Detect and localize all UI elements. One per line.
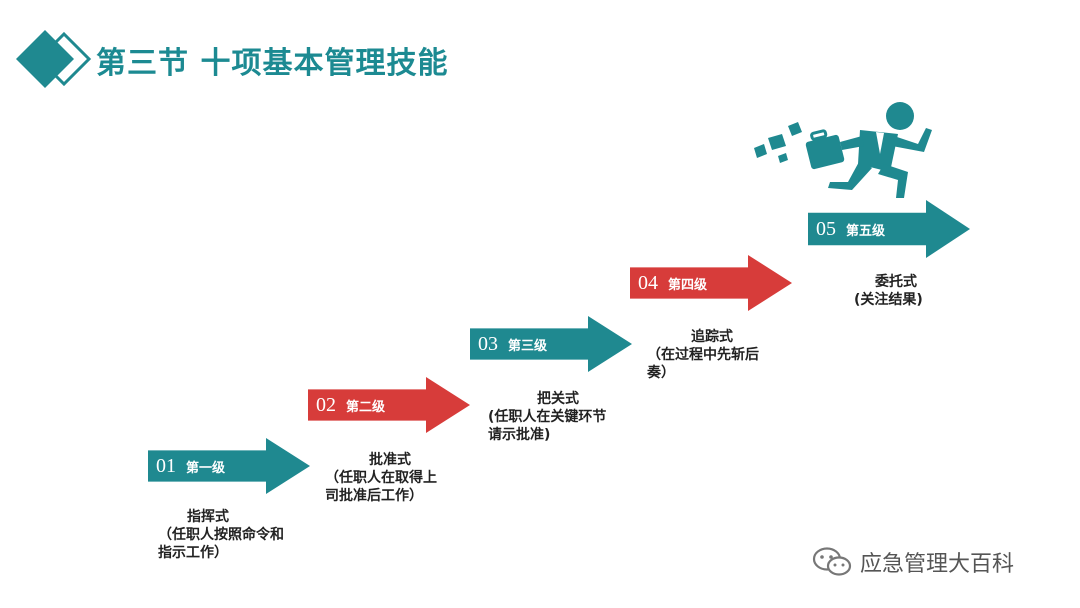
step-arrow-2: 02 第二级	[308, 377, 470, 433]
step-desc-3: 把关式 (任职人在关键环节 请示批准)	[488, 391, 607, 443]
step-arrow-shape	[630, 255, 792, 311]
step-arrow-label: 01 第一级	[156, 438, 225, 494]
step-number: 04	[638, 271, 658, 294]
step-number: 05	[816, 217, 836, 240]
step-level: 第二级	[346, 399, 386, 415]
step-desc-4: 追踪式 （在过程中先斩后 奏）	[647, 329, 759, 381]
step-arrow-3: 03 第三级	[470, 316, 632, 372]
step-arrow-5: 05 第五级	[808, 200, 970, 258]
step-arrow-label: 03 第三级	[478, 316, 547, 372]
step-number: 03	[478, 332, 498, 355]
step-arrow-label: 02 第二级	[316, 377, 385, 433]
step-desc-2: 批准式 （任职人在取得上 司批准后工作）	[325, 452, 437, 504]
page-title: 第三节 十项基本管理技能	[96, 46, 449, 81]
step-arrow-1: 01 第一级	[148, 438, 310, 494]
step-desc-1: 指挥式 （任职人按照命令和 指示工作）	[158, 509, 284, 561]
step-arrow-shape	[470, 316, 632, 372]
title-diamond-icon	[16, 30, 92, 88]
step-level: 第三级	[508, 338, 548, 354]
step-arrow-label: 04 第四级	[638, 255, 707, 311]
step-number: 01	[156, 454, 176, 477]
step-level: 第四级	[668, 277, 708, 293]
step-arrow-shape	[808, 200, 970, 258]
step-arrow-label: 05 第五级	[816, 200, 885, 258]
step-level: 第五级	[846, 223, 886, 239]
running-businessman-icon	[754, 102, 932, 198]
step-desc-5: 委托式 (关注结果)	[854, 274, 923, 308]
step-arrow-shape	[308, 377, 470, 433]
step-number: 02	[316, 393, 336, 416]
step-level: 第一级	[186, 460, 226, 476]
watermark-text: 应急管理大百科	[860, 552, 1015, 577]
wechat-icon	[812, 547, 852, 576]
watermark: 应急管理大百科	[812, 546, 1014, 578]
step-arrow-4: 04 第四级	[630, 255, 792, 311]
step-arrow-shape	[148, 438, 310, 494]
